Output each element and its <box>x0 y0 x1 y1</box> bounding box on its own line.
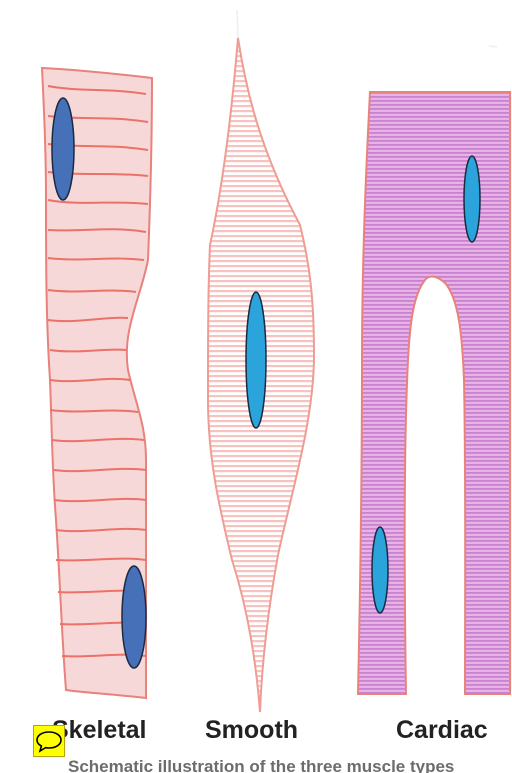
skeletal-nucleus-bottom <box>122 566 146 668</box>
speech-bubble-icon <box>34 726 64 756</box>
cardiac-nucleus-top <box>464 156 480 242</box>
smooth-muscle-fiber <box>208 38 314 712</box>
right-edge-mark <box>489 46 497 47</box>
skeletal-nucleus-top <box>52 98 74 200</box>
label-skeletal: Skeletal <box>52 718 147 743</box>
figure-caption: Schematic illustration of the three musc… <box>68 758 454 773</box>
comment-icon[interactable] <box>33 725 65 757</box>
skeletal-muscle-fiber <box>42 68 152 698</box>
label-cardiac: Cardiac <box>396 718 488 743</box>
label-smooth: Smooth <box>205 718 298 743</box>
cardiac-muscle-fiber <box>358 92 510 694</box>
smooth-nucleus <box>246 292 266 428</box>
cardiac-nucleus-bottom <box>372 527 388 613</box>
